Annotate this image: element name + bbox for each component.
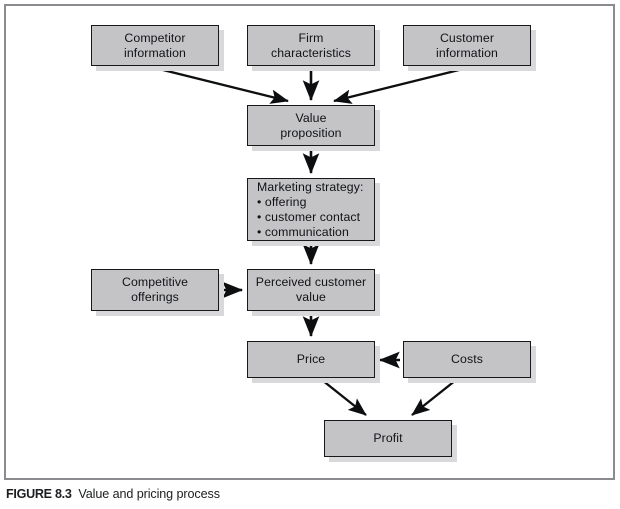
connector-customer-to-value-proposition xyxy=(333,66,468,104)
node-competitive-offerings[interactable]: Competitive offerings xyxy=(91,269,219,311)
node-profit[interactable]: Profit xyxy=(324,420,452,457)
connector-costs-to-profit xyxy=(411,379,457,416)
node-marketing-strategy-label: Marketing strategy: • offering • custome… xyxy=(257,179,364,239)
figure-caption: FIGURE 8.3 Value and pricing process xyxy=(6,487,606,501)
figure-caption-prefix: FIGURE 8.3 xyxy=(6,487,72,501)
node-firm-characteristics-label: Firm characteristics xyxy=(270,30,352,60)
node-competitive-offerings-label: Competitive offerings xyxy=(121,275,189,304)
diagram-canvas: Competitor information Firm characterist… xyxy=(91,25,536,462)
connector-competitor-to-value-proposition xyxy=(154,66,289,104)
node-perceived-customer-value-label: Perceived customer value xyxy=(255,275,367,304)
connector-layer xyxy=(154,66,468,416)
node-firm-characteristics[interactable]: Firm characteristics xyxy=(247,25,375,66)
node-costs[interactable]: Costs xyxy=(403,341,531,378)
node-competitor-information-label: Competitor information xyxy=(124,30,186,60)
node-price-label: Price xyxy=(296,352,326,366)
node-value-proposition-label: Value proposition xyxy=(280,110,342,140)
node-profit-label: Profit xyxy=(373,431,403,445)
node-price[interactable]: Price xyxy=(247,341,375,378)
connector-price-to-profit xyxy=(321,379,367,416)
node-costs-label: Costs xyxy=(451,352,483,366)
node-marketing-strategy[interactable]: Marketing strategy: • offering • custome… xyxy=(247,178,375,241)
node-customer-information-label: Customer information xyxy=(436,30,498,60)
node-customer-information[interactable]: Customer information xyxy=(403,25,531,66)
node-perceived-customer-value[interactable]: Perceived customer value xyxy=(247,269,375,311)
node-competitor-information[interactable]: Competitor information xyxy=(91,25,219,66)
figure-caption-text: Value and pricing process xyxy=(78,487,220,501)
node-value-proposition[interactable]: Value proposition xyxy=(247,105,375,146)
